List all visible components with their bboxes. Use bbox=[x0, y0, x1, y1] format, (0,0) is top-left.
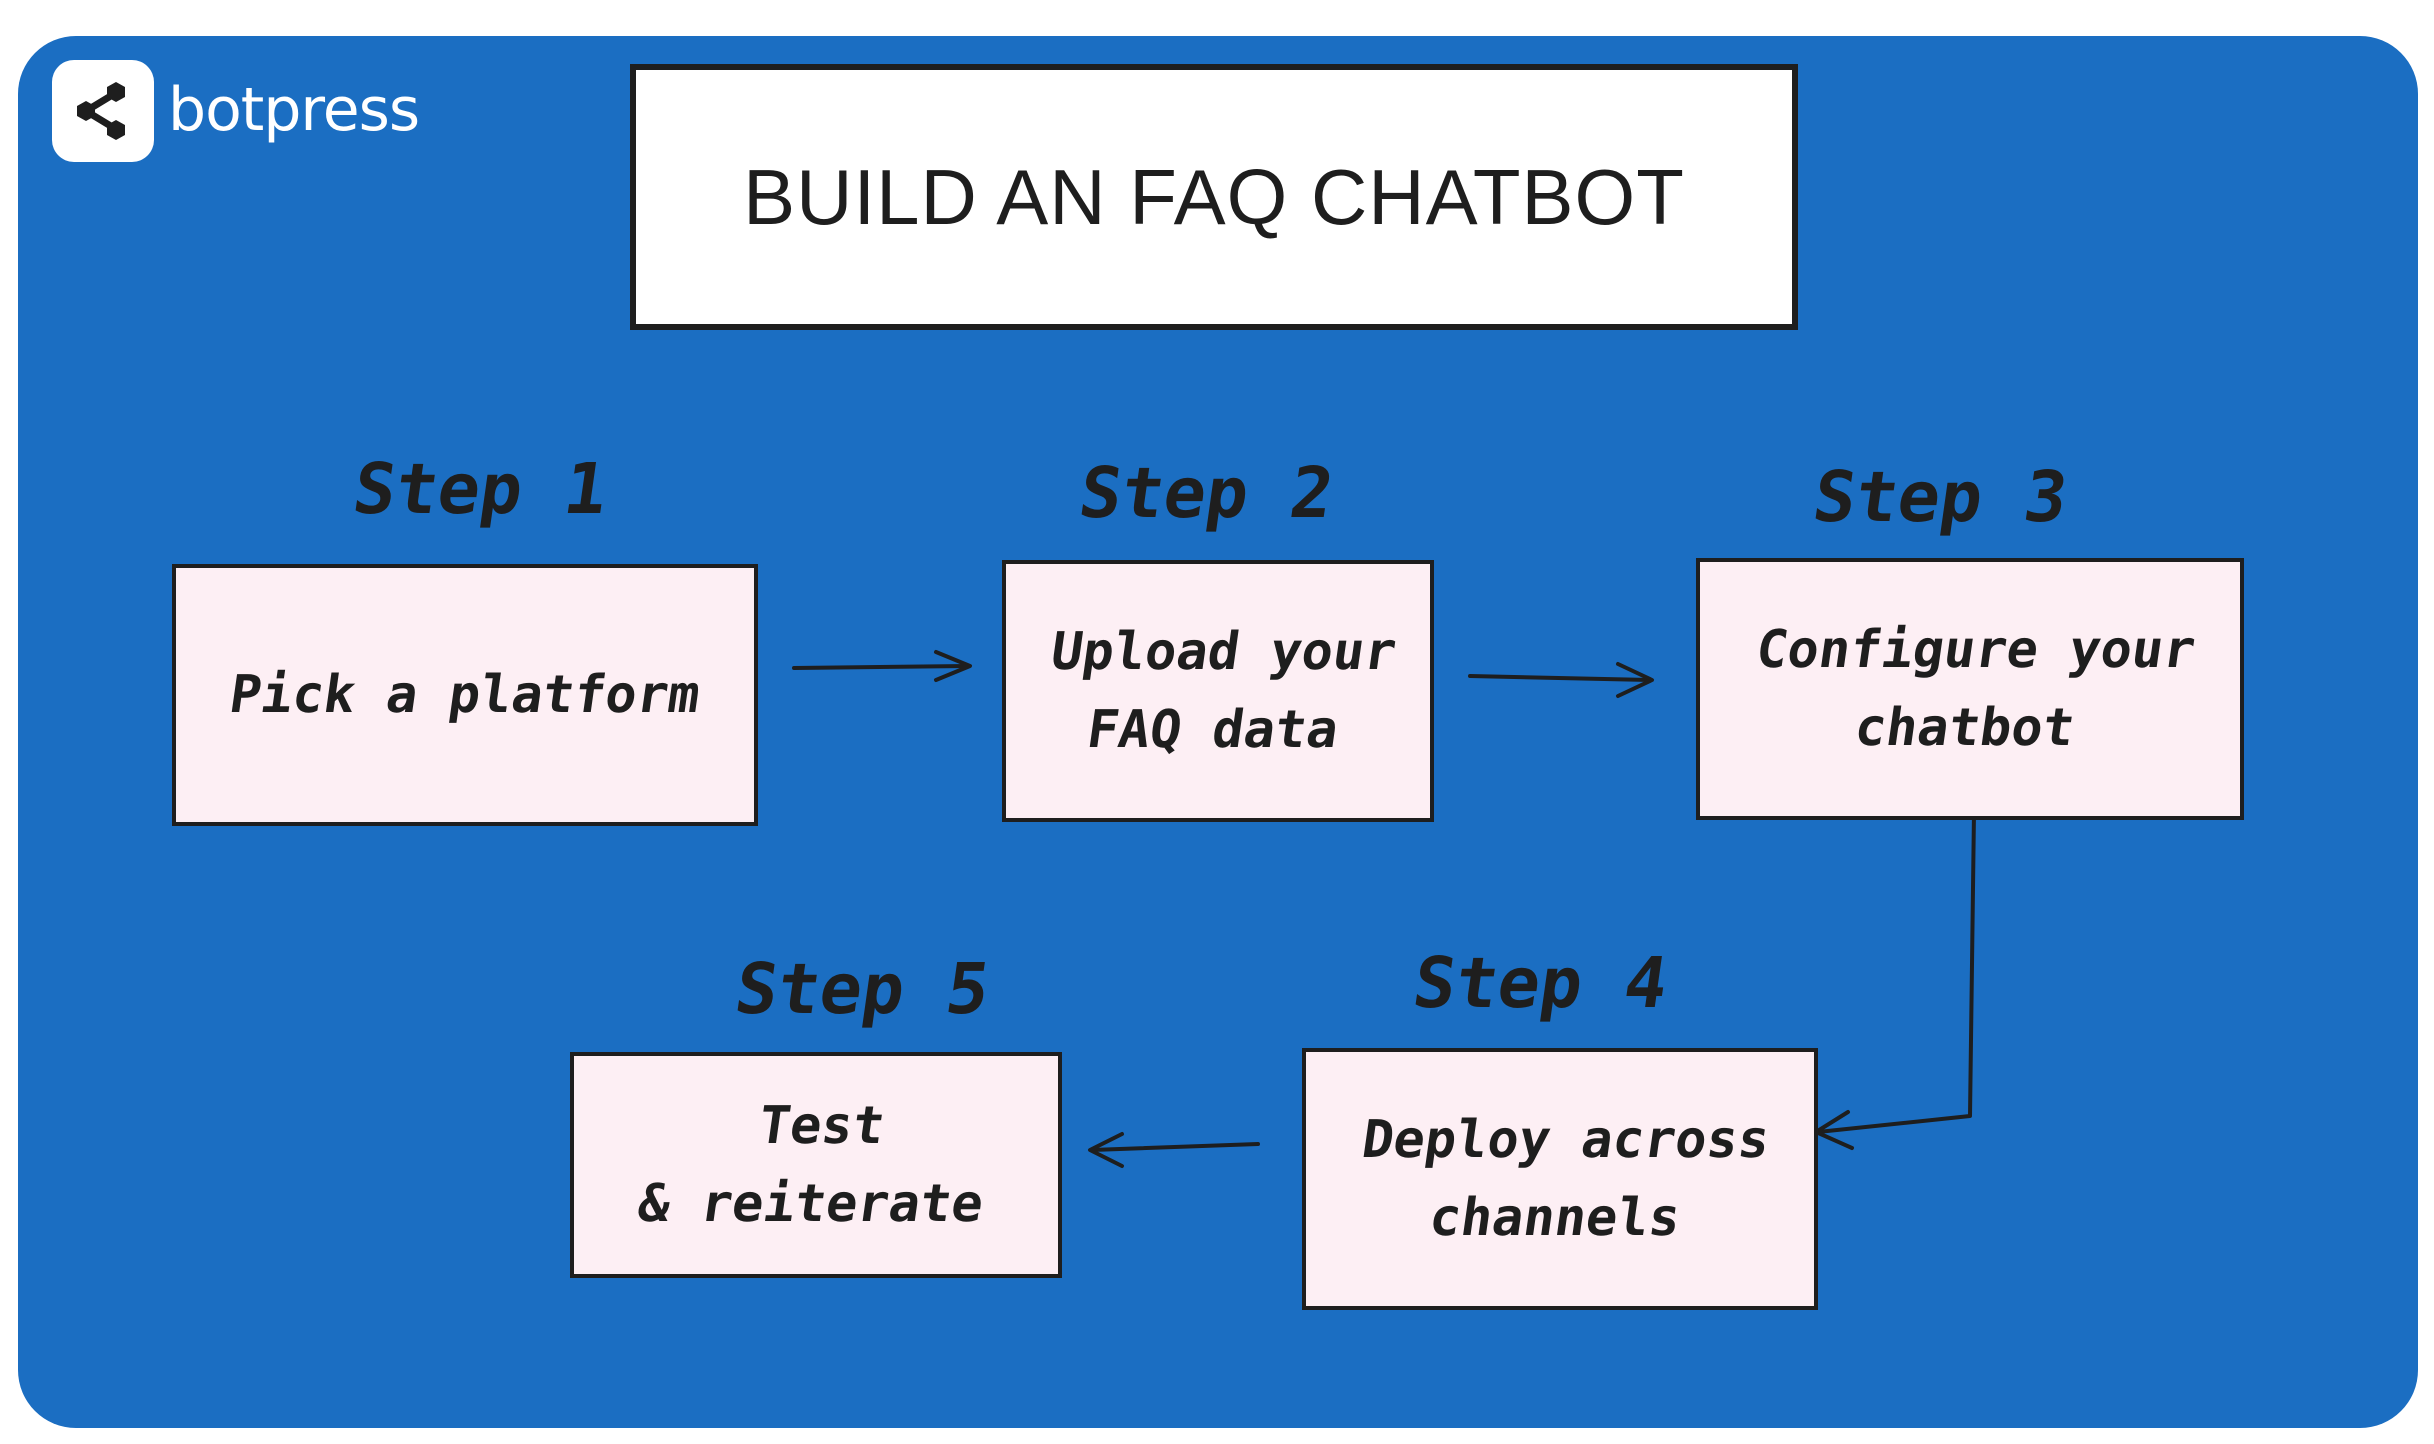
arrow-step3-to-step4 bbox=[1814, 810, 1976, 1150]
step-5-label: Step 5 bbox=[730, 948, 995, 1030]
step-1-label: Step 1 bbox=[348, 448, 613, 530]
diagram-title: BUILD AN FAQ CHATBOT bbox=[743, 152, 1685, 241]
step-5-text: Test & reiterate bbox=[634, 1096, 987, 1234]
arrow-step4-to-step5 bbox=[1088, 1132, 1260, 1168]
arrow-step1-to-step2 bbox=[792, 650, 972, 682]
diagram-canvas: botpress BUILD AN FAQ CHATBOT Step 1 bbox=[18, 36, 2418, 1428]
step-3-text: Configure your chatbot bbox=[1752, 620, 2199, 758]
botpress-logo-icon bbox=[52, 60, 154, 162]
step-3-label: Step 3 bbox=[1808, 456, 2073, 538]
step-2-box: Upload your FAQ data bbox=[1002, 560, 1434, 822]
step-2-label: Step 2 bbox=[1074, 452, 1339, 534]
step-3-box: Configure your chatbot bbox=[1696, 558, 2244, 820]
step-4-box: Deploy across channels bbox=[1302, 1048, 1818, 1310]
step-4-text: Deploy across channels bbox=[1357, 1110, 1774, 1248]
step-1-box: Pick a platform bbox=[172, 564, 758, 826]
arrow-step2-to-step3 bbox=[1468, 662, 1654, 698]
title-box: BUILD AN FAQ CHATBOT bbox=[630, 64, 1798, 330]
step-1-text: Pick a platform bbox=[225, 665, 705, 725]
brand-name: botpress bbox=[168, 75, 420, 145]
step-2-text: Upload your FAQ data bbox=[1047, 622, 1400, 760]
step-5-box: Test & reiterate bbox=[570, 1052, 1062, 1278]
step-4-label: Step 4 bbox=[1408, 942, 1673, 1024]
